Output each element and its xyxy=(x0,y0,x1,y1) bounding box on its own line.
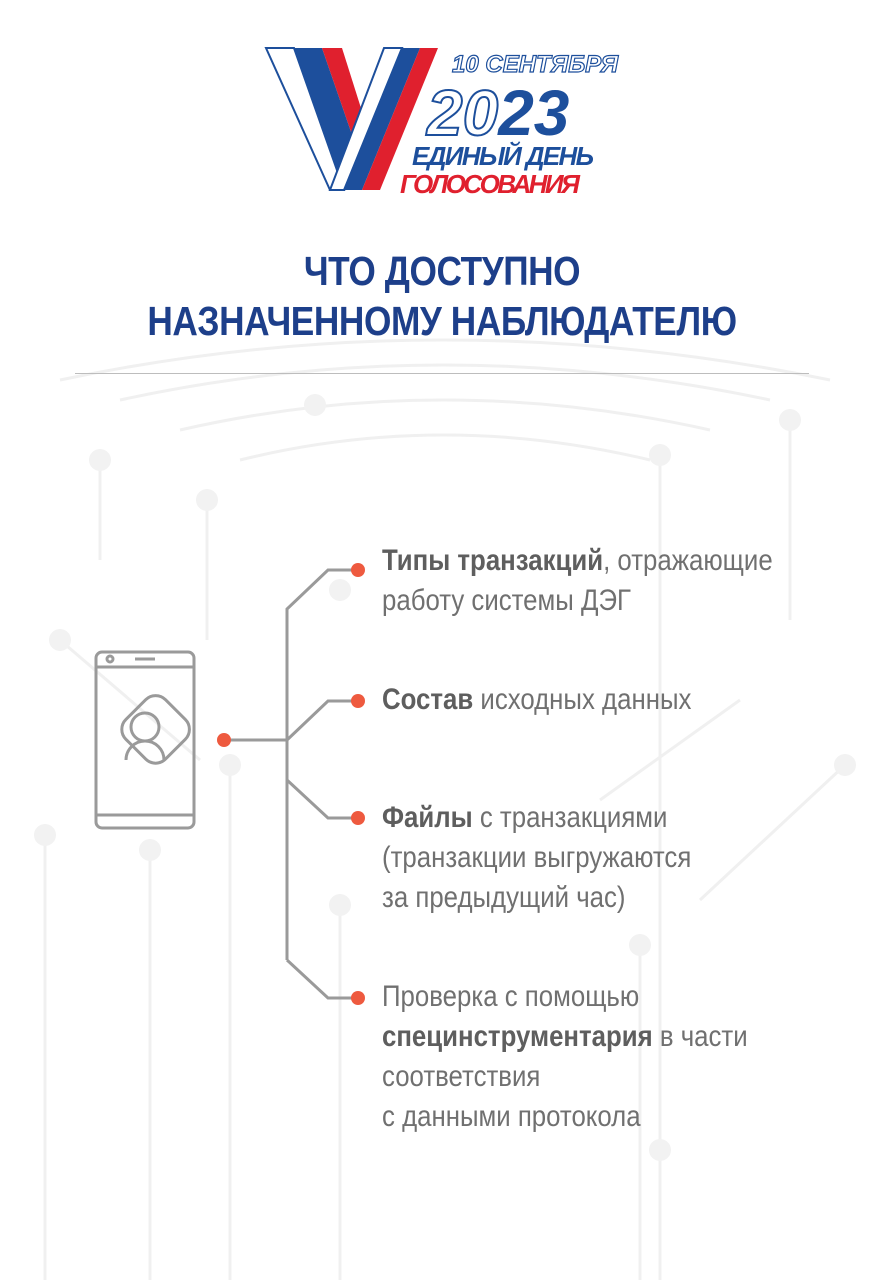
item-text: , отражающие xyxy=(603,544,773,577)
item-bold: Состав xyxy=(382,683,474,716)
item-text: исходных данных xyxy=(473,683,692,716)
election-day-logo: 10 СЕНТЯБРЯ 2023 ЕДИНЫЙ ДЕНЬ ГОЛОСОВАНИЯ xyxy=(264,47,619,199)
logo-year-solid: 23 xyxy=(497,77,569,149)
page-title-line2: НАЗНАЧЕННОМУ НАБЛЮДАТЕЛЮ xyxy=(147,298,737,344)
item-text: Проверка с помощью xyxy=(382,980,640,1013)
item-transaction-types: Типы транзакций, отражающие работу систе… xyxy=(382,541,773,621)
logo-date: 10 СЕНТЯБРЯ xyxy=(452,51,619,78)
item-text: за предыдущий час) xyxy=(382,881,626,914)
smartphone-user-icon xyxy=(94,650,196,830)
item-source-data: Состав исходных данных xyxy=(382,680,691,720)
item-text: работу системы ДЭГ xyxy=(382,584,631,617)
item-text: с транзакциями xyxy=(472,801,668,834)
divider xyxy=(75,373,809,374)
item-text: (транзакции выгружаются xyxy=(382,841,692,874)
item-dot-2 xyxy=(351,694,365,708)
item-text: в части xyxy=(652,1020,748,1053)
item-verification: Проверка с помощью специнструментария в … xyxy=(382,977,748,1137)
item-text: соответствия xyxy=(382,1060,541,1093)
item-dot-1 xyxy=(351,563,365,577)
connector-lines xyxy=(228,568,352,1000)
logo-line1: ЕДИНЫЙ ДЕНЬ xyxy=(412,141,594,171)
page-title-line1: ЧТО ДОСТУПНО xyxy=(303,248,581,294)
item-bold: Типы транзакций xyxy=(382,544,604,577)
root-node-dot xyxy=(217,733,231,747)
item-transaction-files: Файлы с транзакциями (транзакции выгружа… xyxy=(382,798,691,918)
logo-year-outline: 20 xyxy=(426,77,498,149)
item-bold: специнструментария xyxy=(382,1020,653,1053)
svg-text:2023: 2023 xyxy=(426,77,569,149)
item-dot-4 xyxy=(351,991,365,1005)
item-text: с данными протокола xyxy=(382,1100,641,1133)
item-dot-3 xyxy=(351,811,365,825)
logo-line2: ГОЛОСОВАНИЯ xyxy=(400,169,581,199)
item-bold: Файлы xyxy=(382,801,473,834)
